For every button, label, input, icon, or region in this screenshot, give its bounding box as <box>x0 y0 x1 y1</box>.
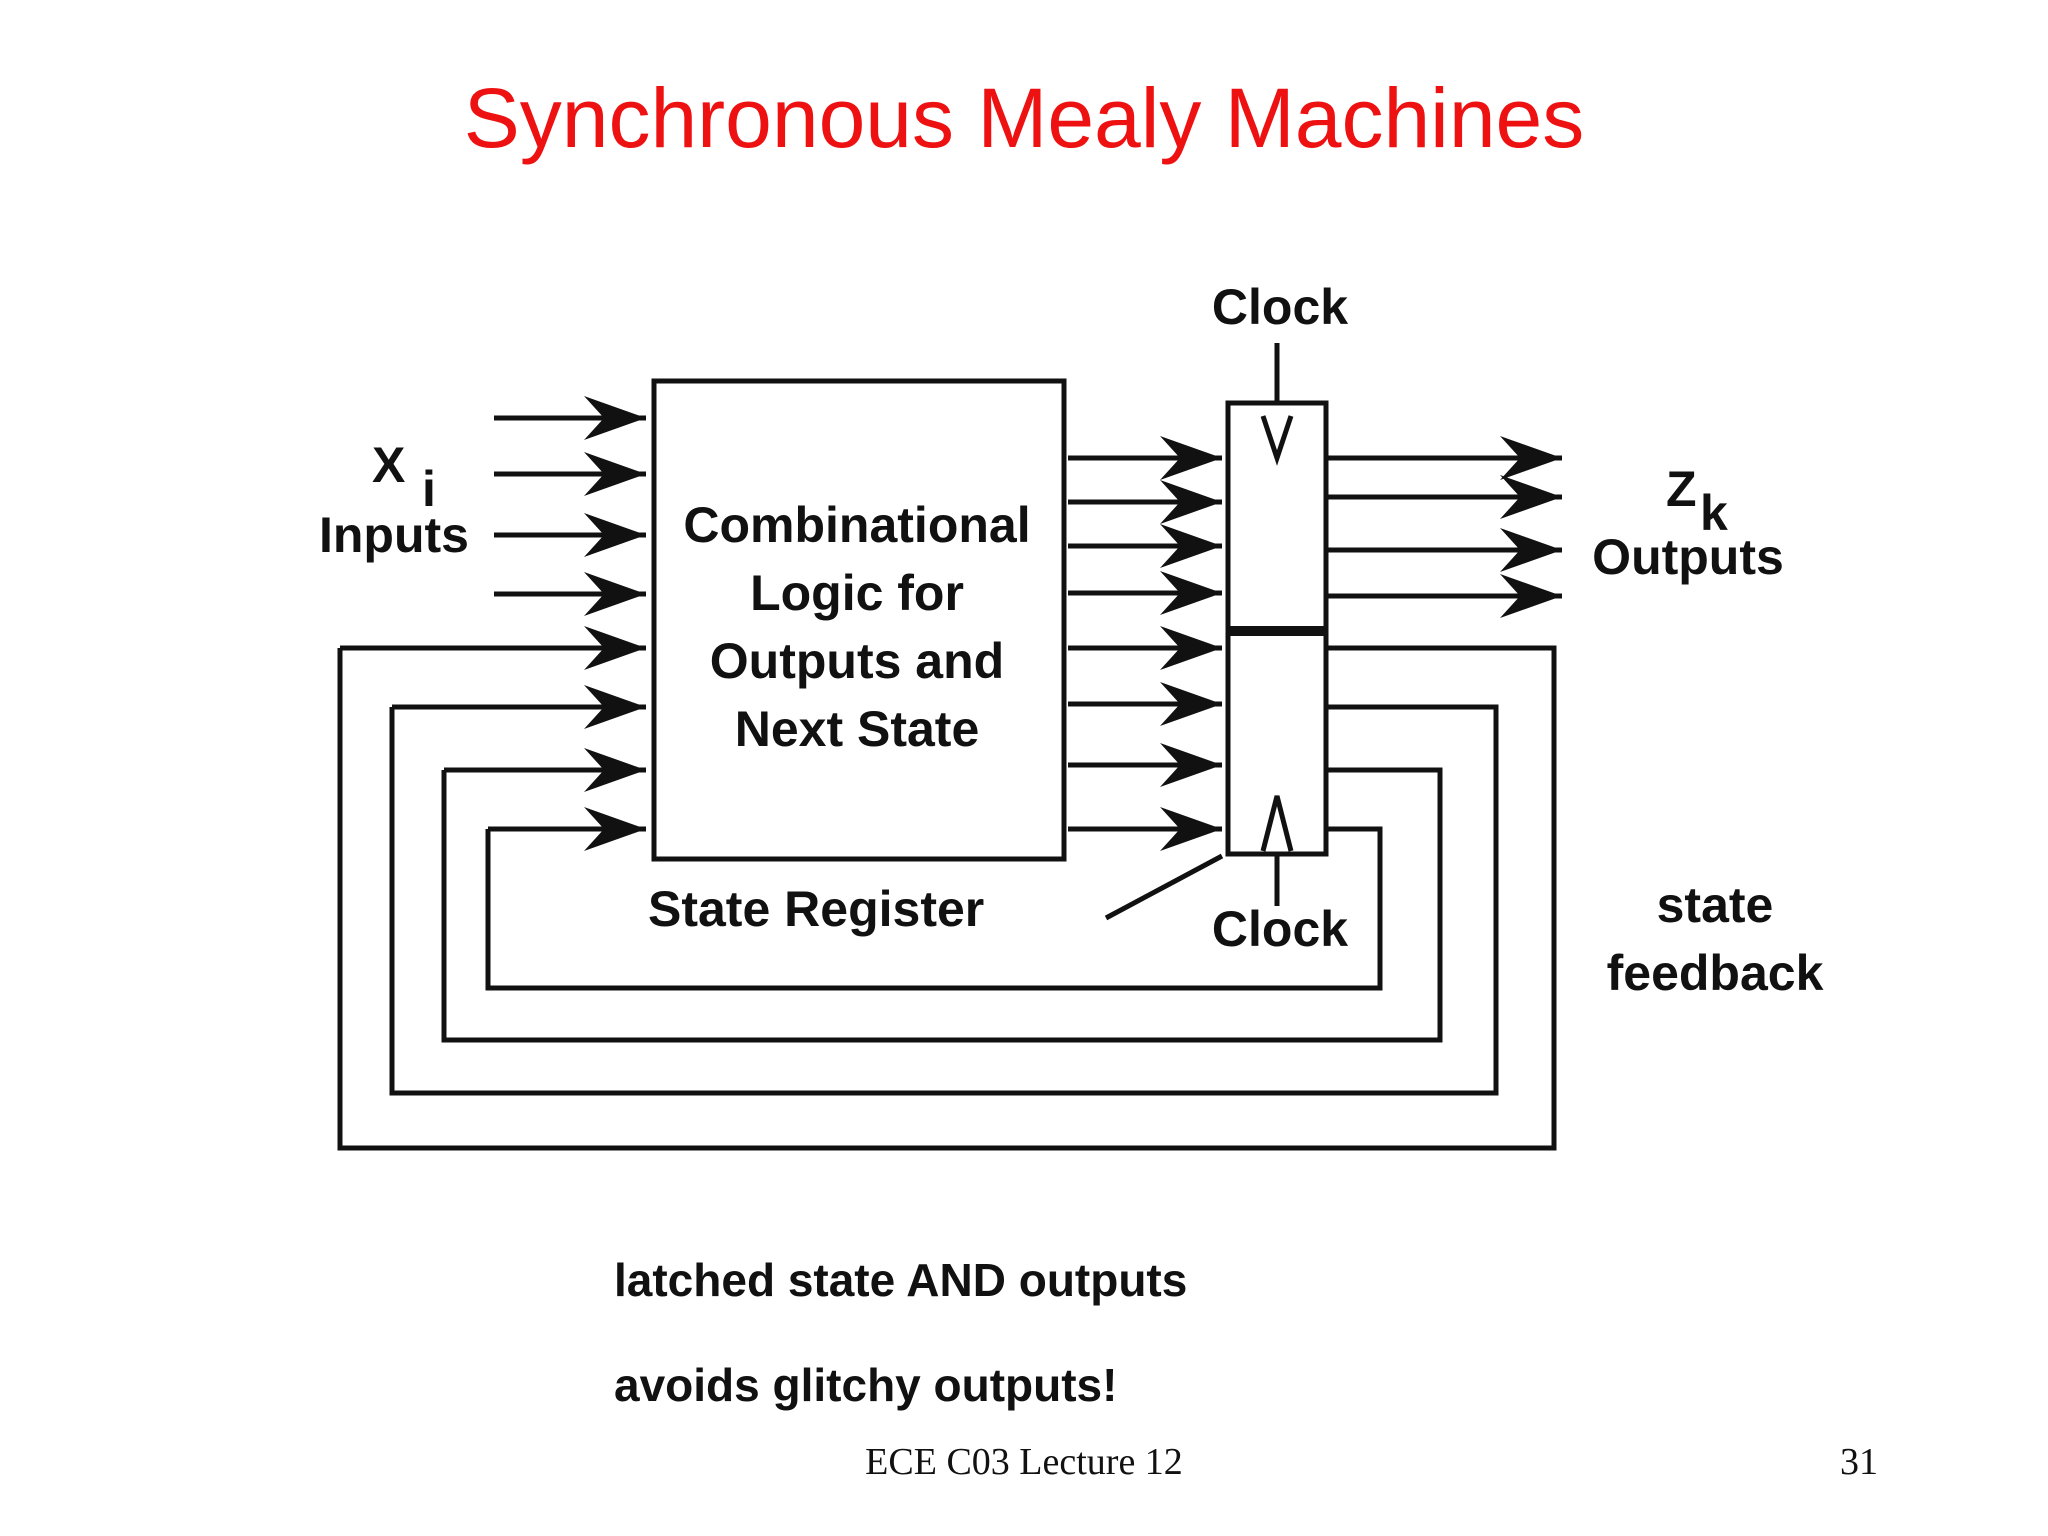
state-feedback-loop <box>485 826 1383 991</box>
state-feedback-loop <box>337 645 1557 1151</box>
feedback-label-line-1: state <box>1657 877 1774 933</box>
logic-block-line-1: Combinational <box>683 497 1030 553</box>
note-avoids-glitches: avoids glitchy outputs! <box>614 1359 1118 1411</box>
footer-lecture: ECE C03 Lecture 12 <box>865 1441 1183 1483</box>
outputs-label: Outputs <box>1592 529 1784 585</box>
inputs-subscript: i <box>422 461 436 517</box>
inputs-label: Inputs <box>319 507 469 563</box>
inputs-symbol: X <box>372 437 405 493</box>
state-register <box>1225 628 1329 857</box>
logic-block-line-3: Outputs and <box>710 633 1004 689</box>
combinational-logic-block <box>651 378 1067 862</box>
outputs-symbol: Z <box>1666 461 1697 517</box>
state-feedback-loop <box>441 767 1443 1043</box>
logic-block-label: Combinational Logic for Outputs and Next… <box>683 497 1030 757</box>
clock-edge-symbol-top <box>1260 415 1294 466</box>
state-feedback-loop <box>389 704 1499 1096</box>
logic-block-line-4: Next State <box>735 701 980 757</box>
output-register <box>1225 400 1329 634</box>
feedback-label-line-2: feedback <box>1607 945 1824 1001</box>
logic-block-line-2: Logic for <box>750 565 964 621</box>
state-register-label: State Register <box>648 881 984 937</box>
clock-edge-symbol-bottom <box>1260 795 1294 852</box>
outputs-subscript: k <box>1700 485 1728 541</box>
wires <box>337 396 1562 1151</box>
state-register-block <box>1225 400 1329 857</box>
page-number: 31 <box>1840 1441 1878 1483</box>
note-latched-state: latched state AND outputs <box>614 1254 1188 1306</box>
clock-bottom-label: Clock <box>1212 901 1348 957</box>
slide-title: Synchronous Mealy Machines <box>463 71 1585 165</box>
state-register-pointer <box>1104 853 1224 921</box>
clock-top-label: Clock <box>1212 279 1348 335</box>
